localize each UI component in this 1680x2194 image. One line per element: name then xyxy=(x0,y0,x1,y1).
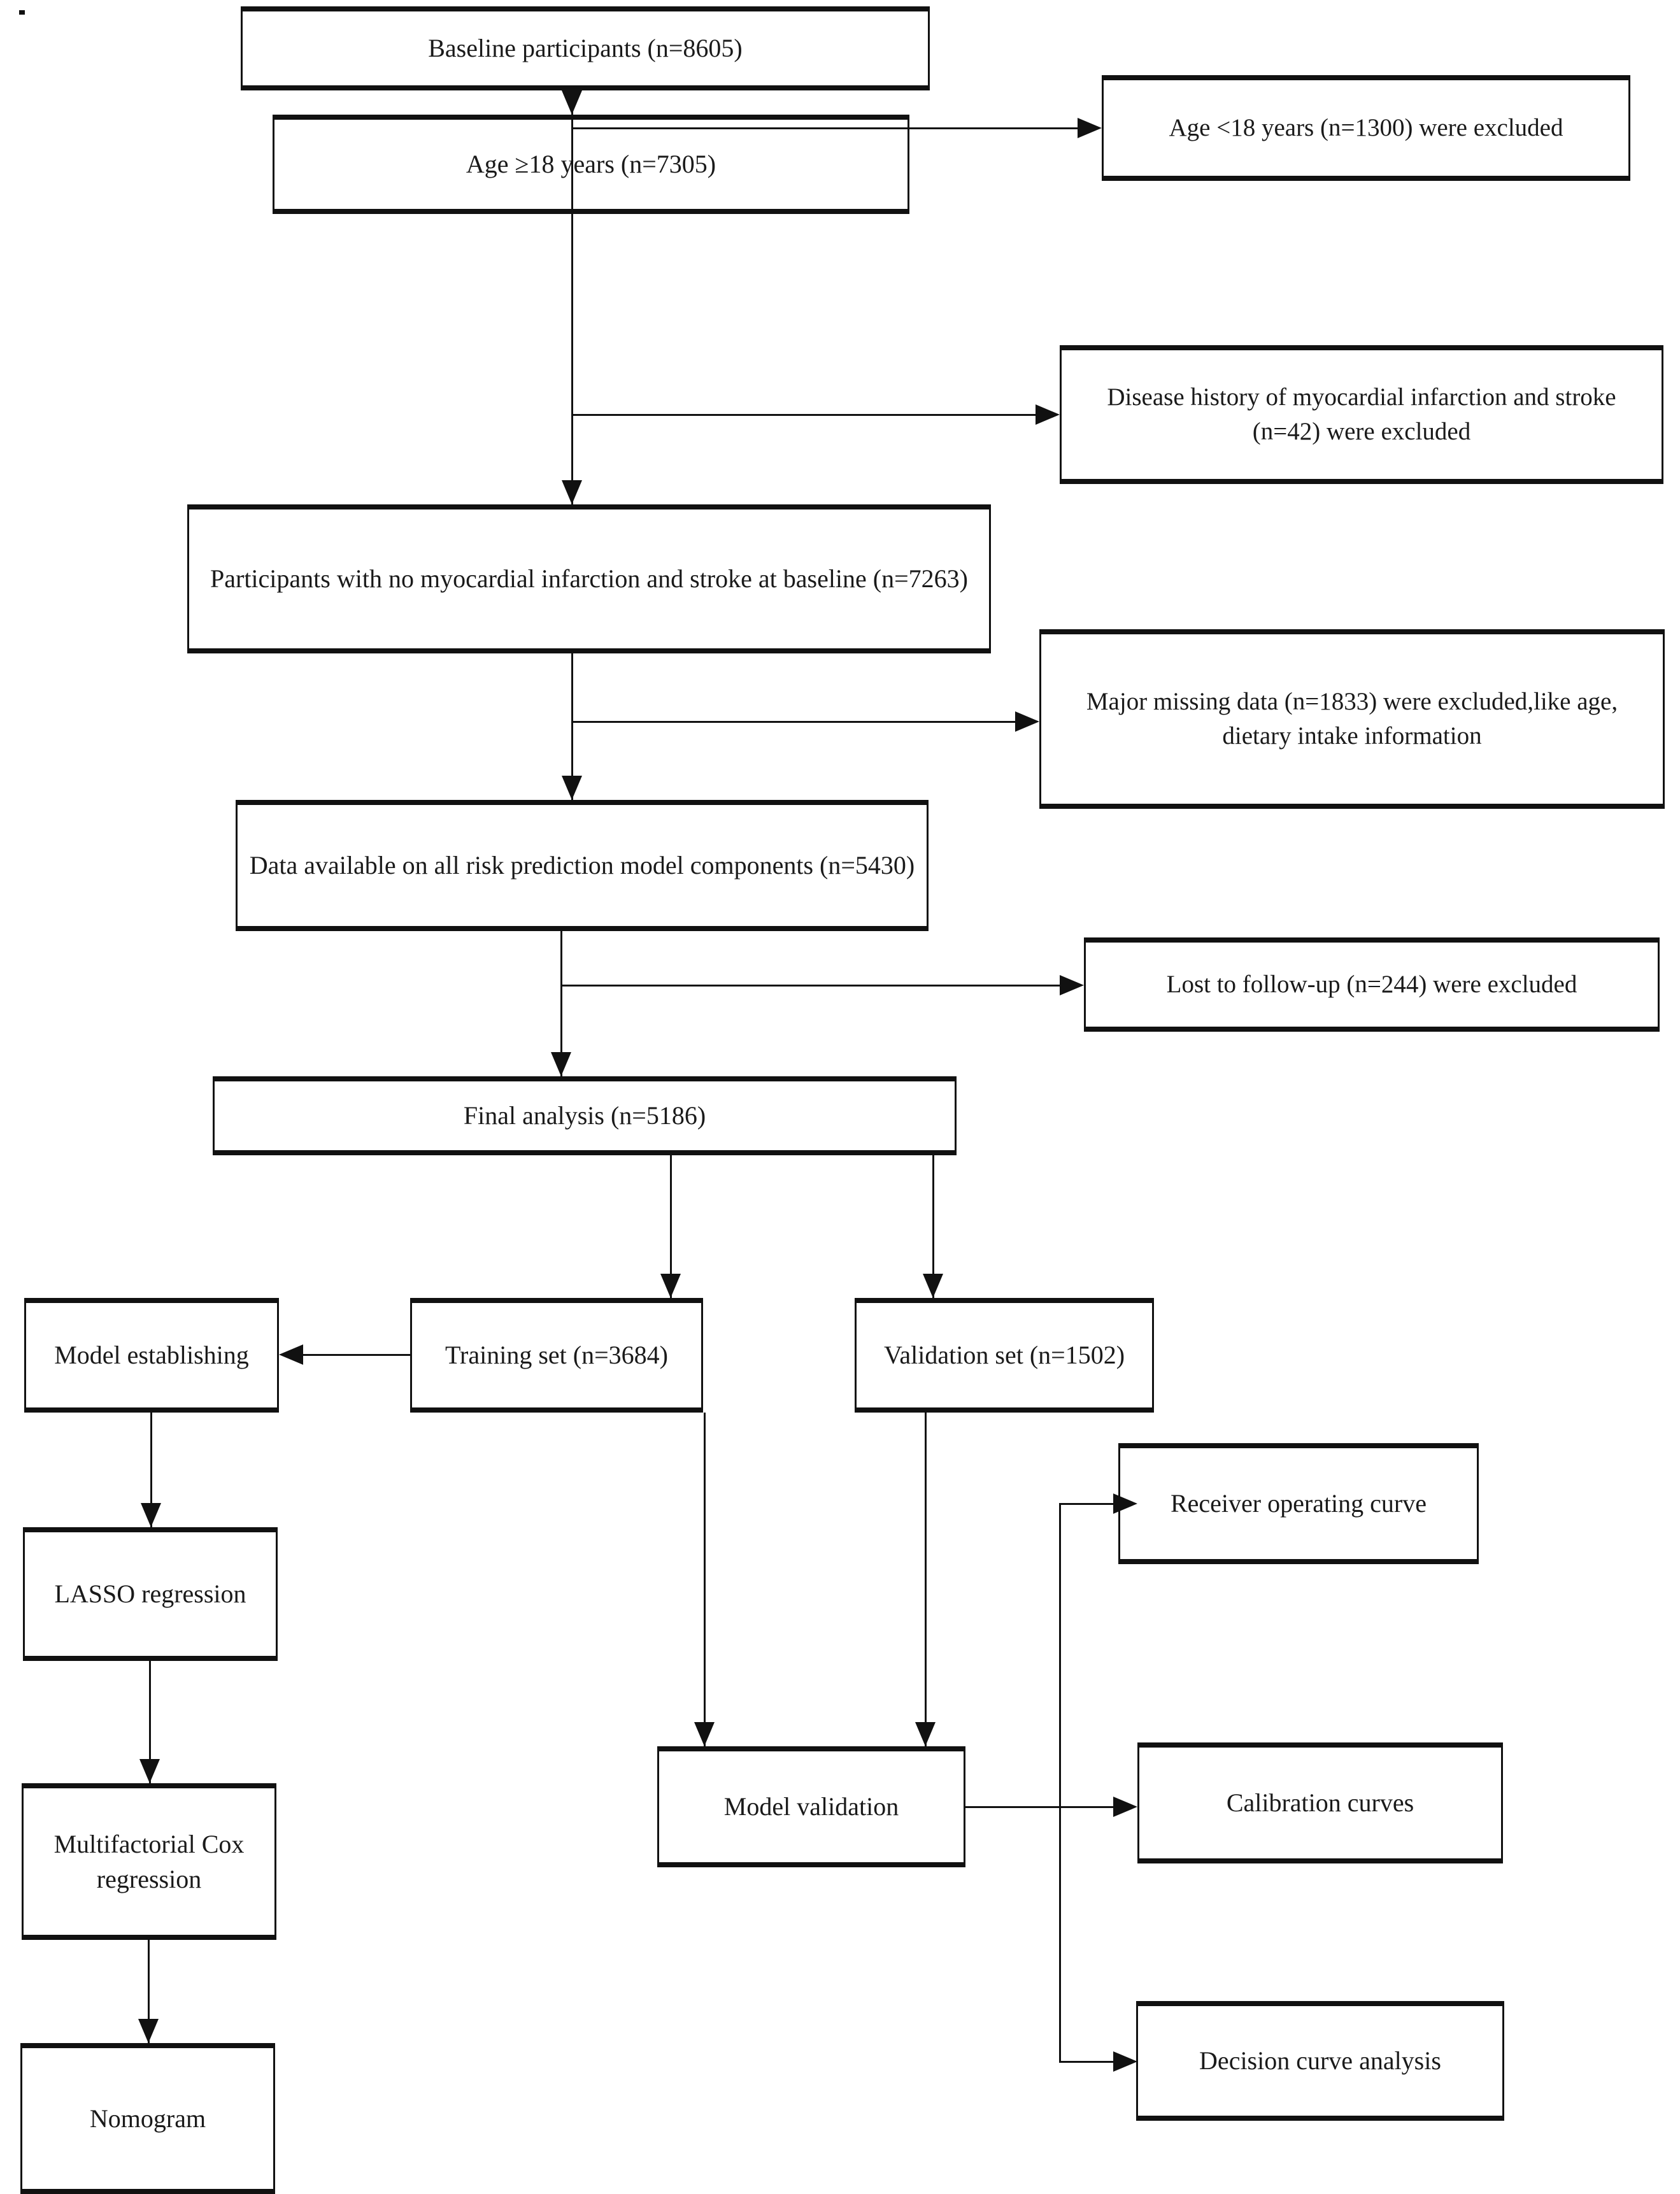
node-label: Validation set (n=1502) xyxy=(883,1341,1125,1370)
arrowhead-age18-to-no-mi-stroke xyxy=(562,480,582,504)
node-excluded-major-missing-data[interactable]: Major missing data (n=1833) were exclude… xyxy=(1039,629,1665,809)
edge-baseline-to-excluded-age xyxy=(571,127,1078,129)
node-lasso-regression[interactable]: LASSO regression xyxy=(23,1527,278,1661)
node-label: Disease history of myocardial infarction… xyxy=(1107,383,1616,445)
arrowhead-lasso-to-cox xyxy=(139,1759,160,1783)
arrowhead-cox-to-nomogram xyxy=(138,2019,159,2043)
arrowhead-final-analysis-to-training-set xyxy=(660,1274,681,1298)
node-label: Participants with no myocardial infarcti… xyxy=(210,564,968,594)
node-training-set[interactable]: Training set (n=3684) xyxy=(410,1298,703,1413)
node-label: Model establishing xyxy=(54,1341,249,1370)
edge-lasso-to-cox xyxy=(149,1661,151,1783)
edge-model-validation-to-roc xyxy=(1059,1503,1113,1505)
node-no-mi-stroke-at-baseline[interactable]: Participants with no myocardial infarcti… xyxy=(187,504,991,653)
arrowhead-no-mi-to-excluded-missing xyxy=(1015,711,1039,732)
node-label: Nomogram xyxy=(89,2104,206,2133)
node-label: Baseline participants (n=8605) xyxy=(428,34,743,63)
node-age-18-or-older[interactable]: Age ≥18 years (n=7305) xyxy=(273,115,909,214)
node-data-available[interactable]: Data available on all risk prediction mo… xyxy=(236,800,929,931)
edge-final-analysis-to-validation-set xyxy=(932,1155,934,1298)
node-label: Receiver operating curve xyxy=(1170,1489,1427,1518)
arrowhead-model-validation-to-calibration xyxy=(1113,1797,1137,1817)
node-excluded-lost-to-followup[interactable]: Lost to follow-up (n=244) were excluded xyxy=(1084,937,1660,1032)
arrowhead-model-validation-to-dca xyxy=(1113,2051,1137,2072)
node-label: Major missing data (n=1833) were exclude… xyxy=(1086,688,1618,750)
edge-validation-set-to-model-validation xyxy=(925,1413,927,1746)
node-label: Age ≥18 years (n=7305) xyxy=(466,150,716,179)
edge-final-analysis-to-training-set xyxy=(670,1155,672,1298)
node-decision-curve-analysis[interactable]: Decision curve analysis xyxy=(1136,2001,1504,2121)
node-baseline-participants[interactable]: Baseline participants (n=8605) xyxy=(241,6,930,90)
node-label: Data available on all risk prediction mo… xyxy=(249,851,915,880)
arrowhead-validation-set-to-model-validation xyxy=(915,1722,936,1746)
edge-cox-to-nomogram xyxy=(148,1940,150,2043)
node-label: Multifactorial Cox regression xyxy=(53,1829,245,1893)
arrowhead-model-validation-to-roc xyxy=(1113,1493,1137,1514)
edge-model-validation-to-calibration xyxy=(965,1806,1113,1808)
node-excluded-disease-history[interactable]: Disease history of myocardial infarction… xyxy=(1060,345,1663,484)
edge-baseline-to-age18 xyxy=(571,90,573,211)
node-label: LASSO regression xyxy=(54,1579,246,1609)
edge-model-validation-branch-trunk xyxy=(1059,1503,1061,2062)
node-label: Calibration curves xyxy=(1226,1788,1414,1818)
node-label: Age <18 years (n=1300) were excluded xyxy=(1169,114,1563,142)
edge-age18-to-excluded-history xyxy=(571,414,1036,416)
edge-no-mi-to-excluded-missing xyxy=(571,721,1015,723)
edge-no-mi-to-data-available xyxy=(571,653,573,800)
node-label: Final analysis (n=5186) xyxy=(463,1101,706,1130)
node-label: Training set (n=3684) xyxy=(445,1341,668,1370)
node-model-establishing[interactable]: Model establishing xyxy=(24,1298,279,1413)
node-final-analysis[interactable]: Final analysis (n=5186) xyxy=(213,1076,957,1155)
node-label: Lost to follow-up (n=244) were excluded xyxy=(1166,971,1577,999)
node-calibration-curves[interactable]: Calibration curves xyxy=(1137,1742,1503,1863)
node-label: Decision curve analysis xyxy=(1199,2046,1441,2076)
arrowhead-data-available-to-excluded-lost xyxy=(1060,975,1084,995)
node-nomogram[interactable]: Nomogram xyxy=(20,2043,275,2194)
arrowhead-baseline-to-excluded-age xyxy=(1078,118,1102,138)
arrowhead-model-establishing-to-lasso xyxy=(141,1503,161,1527)
edge-data-available-to-excluded-lost xyxy=(560,985,1060,987)
arrowhead-data-available-to-final-analysis xyxy=(551,1052,571,1076)
node-label: Model validation xyxy=(723,1792,899,1821)
arrowhead-training-set-to-model-establishing xyxy=(279,1344,303,1365)
arrowhead-no-mi-to-data-available xyxy=(562,776,582,800)
arrowhead-training-set-to-model-validation xyxy=(694,1722,715,1746)
edge-model-validation-to-dca xyxy=(1059,2061,1113,2063)
edge-data-available-to-final-analysis xyxy=(560,931,562,1076)
node-multifactorial-cox-regression[interactable]: Multifactorial Cox regression xyxy=(22,1783,276,1940)
node-excluded-age-under-18[interactable]: Age <18 years (n=1300) were excluded xyxy=(1102,75,1630,181)
arrowhead-baseline-to-age18 xyxy=(562,90,582,115)
node-model-validation[interactable]: Model validation xyxy=(657,1746,965,1867)
arrowhead-final-analysis-to-validation-set xyxy=(923,1274,943,1298)
edge-training-set-to-model-validation xyxy=(704,1413,706,1746)
edge-age18-to-no-mi-stroke xyxy=(571,214,573,504)
scan-speck xyxy=(19,10,25,15)
arrowhead-age18-to-excluded-history xyxy=(1036,404,1060,425)
edge-model-establishing-to-lasso xyxy=(150,1413,152,1527)
edge-training-set-to-model-establishing xyxy=(303,1354,411,1356)
node-receiver-operating-curve[interactable]: Receiver operating curve xyxy=(1118,1443,1479,1564)
node-validation-set[interactable]: Validation set (n=1502) xyxy=(855,1298,1154,1413)
